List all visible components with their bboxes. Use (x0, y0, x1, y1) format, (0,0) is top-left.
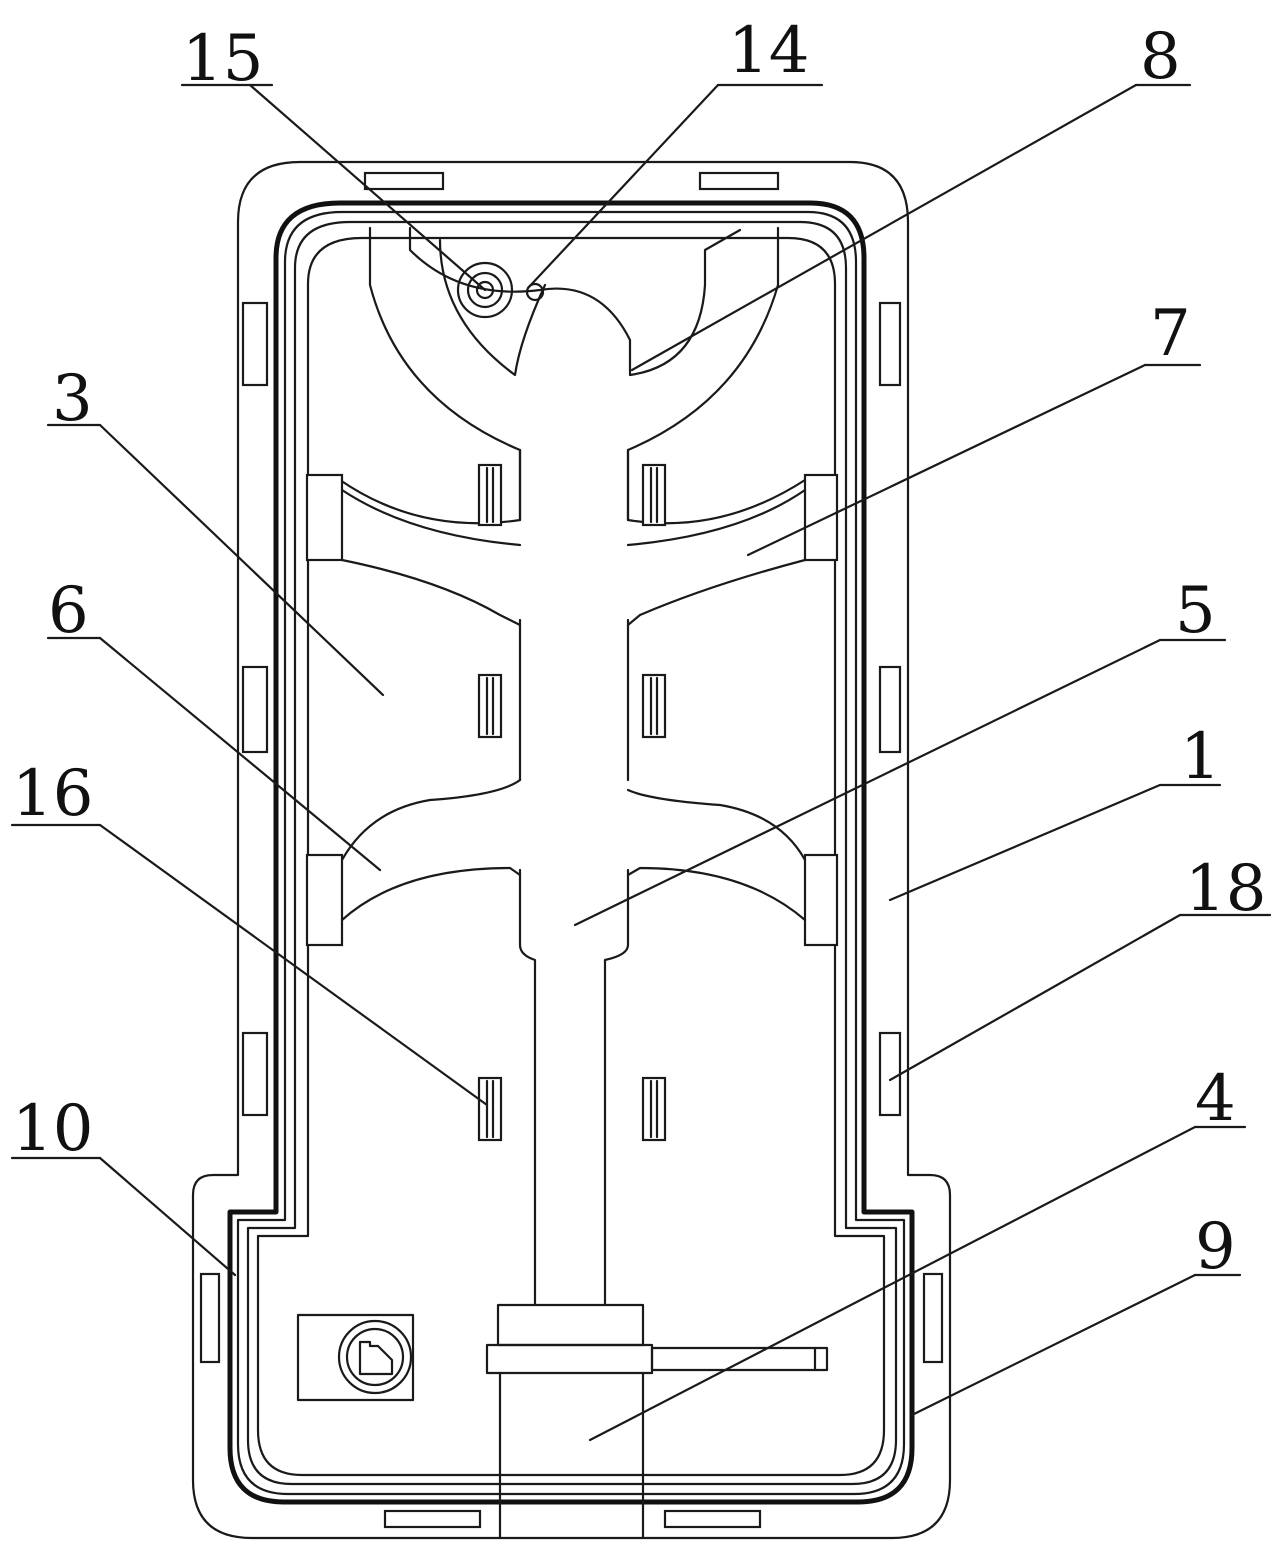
leader-lines (10, 83, 1272, 1442)
fiber-slots (477, 463, 667, 1142)
ref-label-7: 7 (1150, 297, 1191, 371)
inner-tray (256, 236, 886, 1477)
outer-housing (191, 160, 952, 1540)
ref-label-4: 4 (1195, 1062, 1236, 1136)
ref-label-1: 1 (1180, 720, 1221, 794)
cable-entry (485, 1303, 829, 1540)
ref-label-18: 18 (1185, 852, 1266, 926)
ref-label-14: 14 (728, 14, 809, 88)
ref-label-9: 9 (1195, 1210, 1236, 1284)
right-arms (626, 473, 839, 947)
seal-groove-inner (236, 210, 906, 1496)
center-spine (518, 448, 630, 1307)
ref-label-3: 3 (52, 362, 93, 436)
ref-label-5: 5 (1175, 574, 1216, 648)
housing-clips (199, 171, 944, 1529)
ref-label-16: 16 (12, 757, 93, 831)
ref-label-15: 15 (182, 22, 263, 96)
top-splice-region (338, 226, 807, 525)
ref-label-6: 6 (48, 574, 89, 648)
seal-groove-outer (227, 200, 915, 1505)
ref-label-10: 10 (12, 1092, 93, 1166)
inner-cavity-wall (246, 220, 898, 1486)
ground-mark (296, 1313, 415, 1402)
ref-label-8: 8 (1140, 20, 1181, 94)
left-arms (305, 473, 522, 947)
